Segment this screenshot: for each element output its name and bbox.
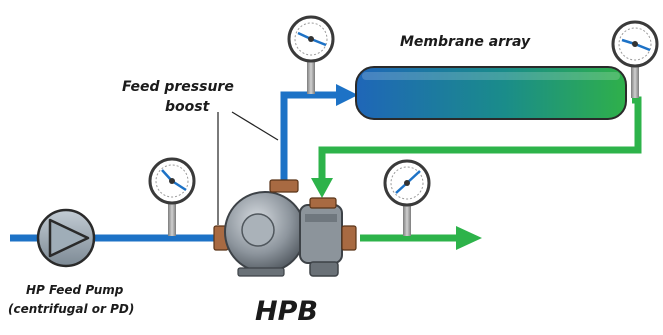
centrifugal-pump-icon	[36, 208, 96, 268]
flow-arrow-icon	[311, 178, 333, 198]
pressure-gauge-icon	[383, 159, 431, 236]
membrane-array-label: Membrane array	[400, 34, 531, 50]
pressure-gauge-icon	[148, 157, 196, 236]
membrane-vessel-icon	[355, 66, 627, 120]
hp-feed-pump-type-label: (centrifugal or PD)	[8, 302, 135, 316]
hp-feed-pump-label: HP Feed Pump	[26, 283, 124, 297]
flow-arrow-icon	[336, 84, 358, 106]
concentrate-return-pipe	[311, 96, 642, 198]
pressure-gauge-icon	[287, 15, 335, 94]
hpb-label: HPB	[255, 296, 318, 327]
feed-boost-leader-line	[231, 111, 279, 141]
flow-arrow-icon	[456, 226, 482, 250]
feed-pressure-label-boost: boost	[165, 99, 210, 115]
feed-pressure-label: Feed pressure	[122, 79, 234, 95]
brine-discharge-pipe	[360, 226, 482, 250]
hpb-turbocharger-icon	[213, 179, 357, 277]
boosted-feed-pipe	[280, 84, 358, 185]
pressure-gauge-icon	[611, 20, 659, 98]
